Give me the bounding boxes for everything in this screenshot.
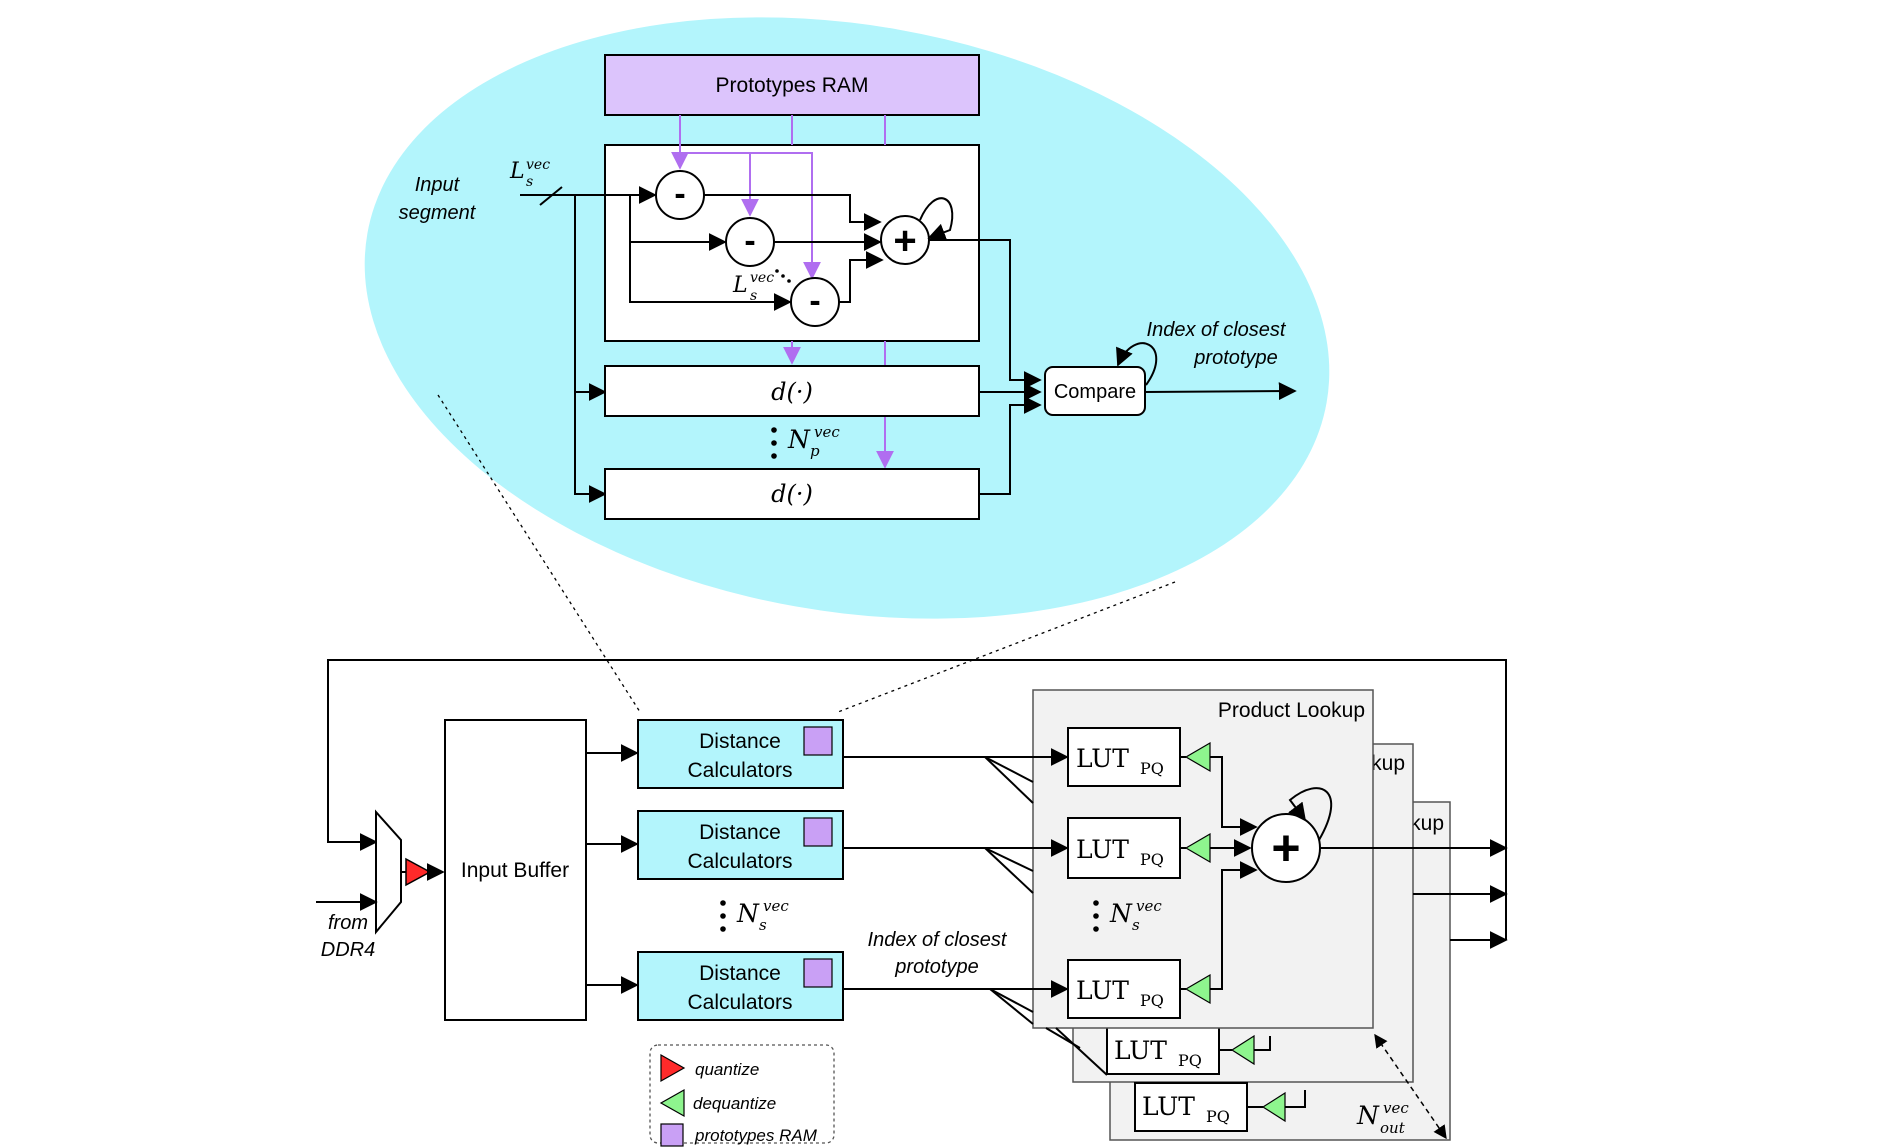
legend-box <box>649 1044 835 1144</box>
svg-text:d(·): d(·) <box>771 378 813 406</box>
svg-text:Compare: Compare <box>1054 381 1136 403</box>
svg-text:out: out <box>1380 1119 1406 1137</box>
legend-dequantize: dequantize <box>693 1094 776 1113</box>
svg-text:vec: vec <box>750 270 774 286</box>
svg-text:-: - <box>809 282 820 320</box>
index-label-2: prototype <box>894 956 978 978</box>
svg-text:Input Buffer: Input Buffer <box>461 859 569 882</box>
zoom-index-label-2: prototype <box>1193 347 1277 369</box>
ls-vec-top: L s vec <box>509 157 550 190</box>
distance-calculator-2: Distance Calculators <box>637 810 844 880</box>
zoom-projection-right <box>837 581 1176 713</box>
svg-text:Distance: Distance <box>699 730 781 753</box>
svg-text:L: L <box>732 273 748 298</box>
quantize-triangle <box>405 857 432 887</box>
svg-text:s: s <box>759 916 767 934</box>
svg-text:PQ: PQ <box>1140 850 1164 869</box>
product-lookup-title: Product Lookup <box>1218 699 1365 722</box>
prototypes-ram-label: Prototypes RAM <box>716 74 869 97</box>
ram-square-icon <box>803 958 833 988</box>
svg-text:-: - <box>744 222 755 260</box>
lut-1: LUT PQ <box>1067 727 1181 787</box>
input-label-2: segment <box>399 202 477 224</box>
distance-calculator-3: Distance Calculators <box>637 951 844 1021</box>
svg-text:+: + <box>1271 820 1300 876</box>
ram-square-icon <box>803 817 833 847</box>
nout-vec: N out vec <box>1356 1099 1409 1137</box>
ns-vec-right: N s vec <box>1109 897 1162 934</box>
np-vec: N p vec <box>787 423 840 460</box>
svg-text:LUT: LUT <box>1076 976 1129 1005</box>
legend-prototypes-ram: prototypes RAM <box>694 1126 818 1145</box>
svg-text:N: N <box>787 425 811 454</box>
svg-text:N: N <box>1109 899 1133 928</box>
svg-text:s: s <box>750 288 757 304</box>
input-buffer <box>444 719 587 1021</box>
zoom-detail: Prototypes RAM Input segment L s vec - -… <box>364 17 1330 713</box>
svg-text:Distance: Distance <box>699 962 781 985</box>
lut-3: LUT PQ <box>1067 959 1181 1019</box>
legend-quantize-icon <box>660 1053 686 1083</box>
legend: quantize dequantize prototypes RAM <box>649 1044 835 1147</box>
svg-text:vec: vec <box>1383 1099 1409 1117</box>
prototypes-ram-box <box>604 54 980 116</box>
zoom-index-label-1: Index of closest <box>1147 319 1287 341</box>
nout-arrow <box>1374 1033 1447 1140</box>
from-label-2: DDR4 <box>321 939 375 961</box>
legend-ram-icon <box>660 1123 684 1147</box>
svg-text:N: N <box>736 899 760 928</box>
svg-text:PQ: PQ <box>1140 991 1164 1010</box>
svg-text:s: s <box>526 174 533 190</box>
svg-text:PQ: PQ <box>1206 1107 1230 1126</box>
lut-back-1: LUT PQ <box>1106 1025 1271 1075</box>
svg-text:PQ: PQ <box>1140 759 1164 778</box>
svg-text:Distance: Distance <box>699 821 781 844</box>
svg-text:-: - <box>674 175 685 213</box>
svg-text:vec: vec <box>1136 897 1162 915</box>
svg-text:kup: kup <box>1371 752 1405 775</box>
svg-text:vec: vec <box>763 897 789 915</box>
svg-text:L: L <box>509 159 525 184</box>
legend-quantize: quantize <box>695 1060 759 1079</box>
svg-text:vec: vec <box>526 157 550 173</box>
svg-text:s: s <box>1132 916 1140 934</box>
ls-vec-mid: L s vec <box>732 270 774 304</box>
multiplexer <box>375 809 402 935</box>
svg-text:LUT: LUT <box>1142 1092 1195 1121</box>
index-label-1: Index of closest <box>868 929 1008 951</box>
svg-text:N: N <box>1356 1101 1380 1130</box>
main-diagram: from DDR4 Input Buffer Distance Calculat… <box>316 659 1508 1141</box>
svg-text:PQ: PQ <box>1178 1051 1202 1070</box>
svg-text:Calculators: Calculators <box>687 991 792 1014</box>
ram-square-icon <box>803 726 833 756</box>
legend-dequantize-icon <box>659 1088 685 1118</box>
input-label-1: Input <box>415 174 461 196</box>
lut-back-2: LUT PQ <box>1134 1082 1306 1132</box>
svg-text:kup: kup <box>1410 812 1444 835</box>
ns-vec-left: N s vec <box>736 897 789 934</box>
svg-text:vec: vec <box>814 423 840 441</box>
svg-text:LUT: LUT <box>1076 835 1129 864</box>
distance-calculator-1: Distance Calculators <box>637 719 844 789</box>
svg-text:d(·): d(·) <box>771 480 813 508</box>
lut-2: LUT PQ <box>1067 817 1181 879</box>
svg-text:LUT: LUT <box>1076 744 1129 773</box>
from-label-1: from <box>328 912 368 934</box>
svg-text:LUT: LUT <box>1114 1036 1167 1065</box>
svg-text:p: p <box>810 442 820 460</box>
svg-text:Calculators: Calculators <box>687 759 792 782</box>
svg-text:Calculators: Calculators <box>687 850 792 873</box>
svg-text:+: + <box>893 219 916 263</box>
